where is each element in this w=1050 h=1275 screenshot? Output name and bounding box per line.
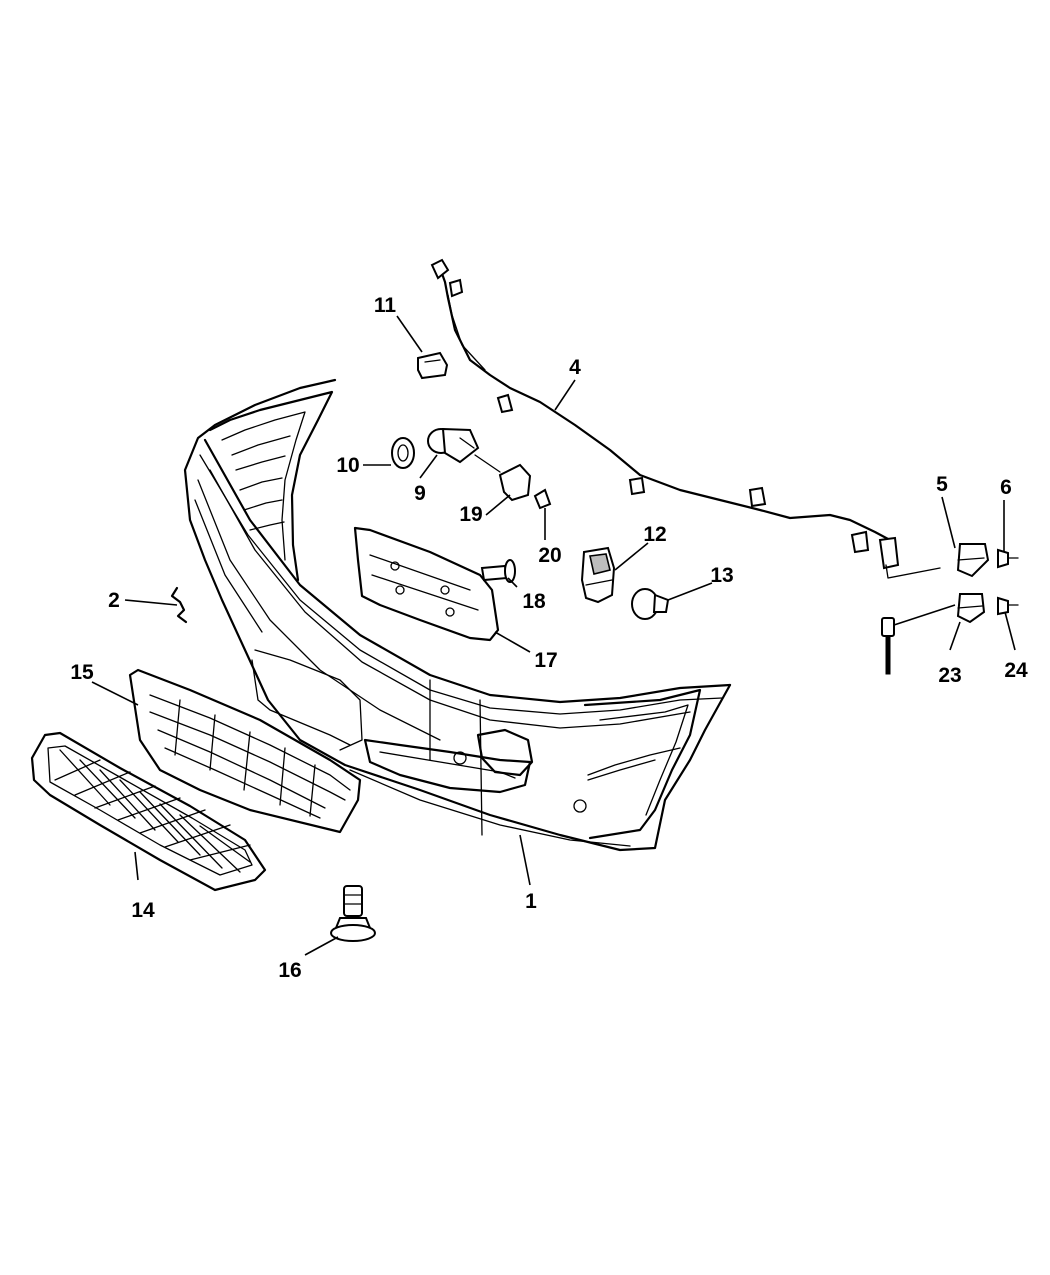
callout-20: 20 [538, 544, 561, 567]
callout-4: 4 [569, 356, 581, 379]
push-pin-fastener [330, 885, 376, 942]
callout-24: 24 [1004, 659, 1028, 682]
callout-17: 17 [534, 649, 557, 672]
callout-18: 18 [522, 590, 546, 613]
callout-19: 19 [459, 503, 482, 526]
callout-5: 5 [936, 473, 948, 496]
wiring-harness [430, 258, 941, 579]
callout-11: 11 [374, 294, 397, 317]
callout-14: 14 [131, 899, 155, 922]
bumper-fascia [183, 378, 732, 852]
callout-13: 13 [710, 564, 733, 587]
callout-6: 6 [1000, 476, 1012, 499]
sensor-grommet [391, 437, 415, 469]
lower-grille [128, 668, 362, 834]
fog-lamp-bulb [631, 588, 670, 620]
terminal-upper [997, 548, 1019, 569]
callout-1: 1 [525, 890, 537, 913]
callout-9: 9 [414, 482, 426, 505]
callout-10: 10 [336, 454, 359, 477]
fog-lamp-bracket [580, 546, 616, 604]
callout-23: 23 [938, 664, 961, 687]
grille-mesh [30, 731, 267, 892]
leader-lines [91, 315, 1016, 956]
connector-housing-upper [956, 543, 990, 578]
bolt [480, 559, 516, 583]
sensor-retainer [498, 463, 532, 502]
connector-housing-lower [956, 593, 986, 624]
retainer-pin [533, 488, 552, 510]
retaining-clip [170, 586, 188, 624]
callout-15: 15 [70, 661, 94, 684]
callout-12: 12 [643, 523, 666, 546]
callout-2: 2 [108, 589, 120, 612]
wiring-connector [417, 351, 449, 380]
park-assist-sensor [427, 427, 501, 473]
terminal-lower [997, 596, 1019, 616]
license-plate-bracket [353, 526, 500, 642]
callout-labels: 1 2 4 5 6 9 10 11 12 13 14 15 16 17 18 1… [70, 294, 1028, 982]
callout-16: 16 [278, 959, 301, 982]
terminal-lead [881, 617, 895, 675]
